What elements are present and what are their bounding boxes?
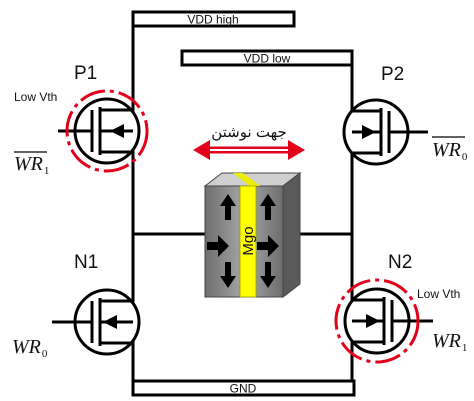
- gnd-rail: GND: [131, 379, 356, 397]
- vdd-high-rail: VDD high: [131, 10, 296, 28]
- n2-signal-label: WR1: [432, 330, 467, 354]
- n2-label: N2: [388, 252, 412, 273]
- mtj-device: Mgo: [203, 171, 302, 299]
- vdd-low-label: VDD low: [244, 52, 291, 66]
- p1-signal-label: WR1: [14, 153, 49, 177]
- write-direction-label: جهت نوشتن: [211, 124, 287, 141]
- mgo-barrier-label: Mgo: [240, 226, 257, 255]
- magnetization-arrows: [207, 194, 279, 288]
- transistor-p1: P1 Low Vth WR1: [14, 63, 149, 177]
- vdd-high-label: VDD high: [187, 13, 238, 27]
- p2-signal-label: WR0: [432, 139, 468, 163]
- n2-low-vth-label: Low Vth: [417, 287, 460, 301]
- p2-label: P2: [381, 64, 404, 85]
- p1-low-vth-label: Low Vth: [14, 90, 57, 104]
- transistor-n1: N1 WR0: [12, 252, 141, 360]
- write-direction-arrow: جهت نوشتن: [193, 124, 305, 160]
- n1-label: N1: [74, 252, 98, 273]
- n1-signal-label: WR0: [12, 336, 48, 360]
- gnd-label: GND: [230, 382, 257, 396]
- vdd-low-rail: VDD low: [180, 49, 354, 67]
- transistor-p2: P2 WR0: [342, 64, 468, 166]
- p1-label: P1: [74, 63, 97, 84]
- transistor-n2: N2 Low Vth WR1: [334, 252, 467, 364]
